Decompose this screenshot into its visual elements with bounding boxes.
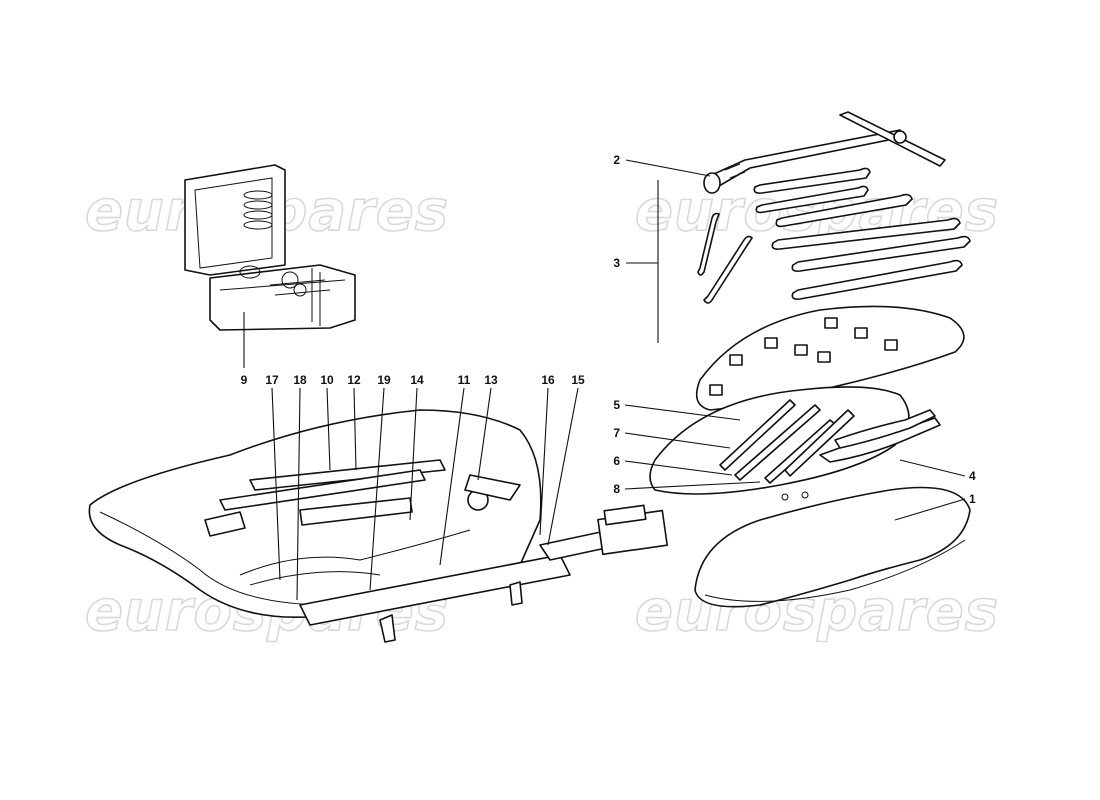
callout-9: 9: [241, 373, 248, 387]
callout-3: 3: [613, 256, 620, 270]
tool-pouch-drawing: [694, 486, 971, 608]
callout-7: 7: [613, 426, 620, 440]
callout-labels: 2 3 9 5 7 6 8 4 1 17 18 10 12 19 14 11 1…: [241, 153, 976, 506]
callout-10: 10: [320, 373, 334, 387]
watermark-top-right: eurospares: [635, 179, 999, 244]
leader-lines: [243, 159, 966, 601]
callout-15: 15: [571, 373, 585, 387]
callout-17: 17: [265, 373, 279, 387]
t-wrench-drawing: [703, 111, 946, 194]
callout-2: 2: [613, 153, 620, 167]
callout-14: 14: [410, 373, 424, 387]
callout-5: 5: [613, 398, 620, 412]
callout-11: 11: [458, 373, 471, 387]
tool-roll-drawing: [649, 305, 965, 495]
callout-19: 19: [377, 373, 391, 387]
callout-1: 1: [969, 492, 976, 506]
callout-12: 12: [347, 373, 361, 387]
callout-18: 18: [293, 373, 307, 387]
callout-6: 6: [613, 454, 620, 468]
spanner-set-drawing: [697, 167, 971, 304]
jack-bag-drawing: [88, 409, 668, 643]
callout-16: 16: [541, 373, 555, 387]
tool-box-drawing: [184, 164, 356, 331]
callout-8: 8: [613, 482, 620, 496]
callout-13: 13: [484, 373, 498, 387]
callout-4: 4: [969, 469, 976, 483]
